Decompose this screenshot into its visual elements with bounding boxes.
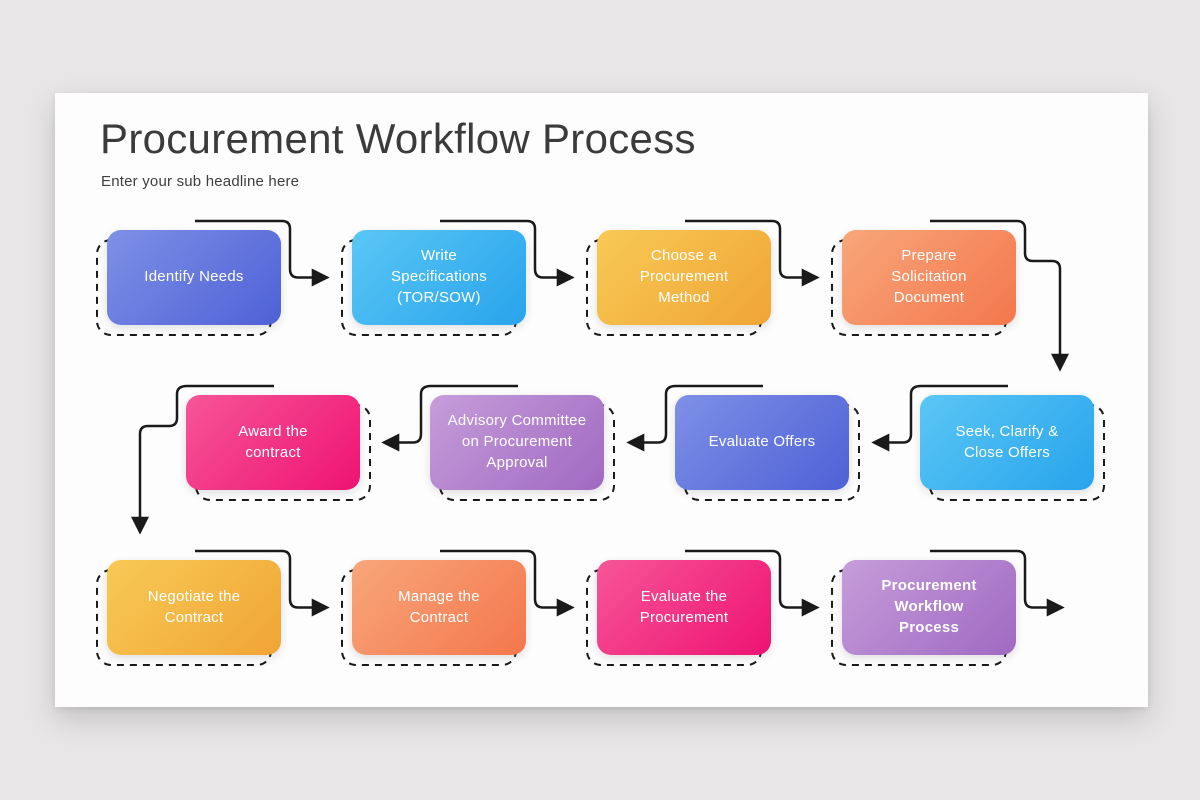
connector-arrow (685, 549, 820, 617)
slide-subtitle: Enter your sub headline here (101, 173, 300, 190)
flow-step-label: Identify Needs (144, 268, 244, 286)
flow-step-manage-the-contract: Manage the Contract (352, 560, 526, 655)
flow-step-label: Evaluate Offers (708, 433, 816, 451)
flow-step-advisory-committee-approval: Advisory Committee on Procurement Approv… (430, 395, 604, 490)
flow-step-label: Negotiate the Contract (147, 587, 241, 626)
connector-arrow (871, 384, 1008, 452)
flow-step-identify-needs: Identify Needs (107, 230, 281, 325)
flow-step-label: Write Specifications (TOR/SOW) (390, 247, 488, 306)
connector-arrow (930, 549, 1065, 617)
connector-arrow (131, 384, 274, 535)
connector-arrow (195, 549, 330, 617)
connector-arrow (930, 219, 1069, 372)
connector-arrow (440, 219, 575, 287)
flow-step-evaluate-offers: Evaluate Offers (675, 395, 849, 490)
flow-step-label: Procurement Workflow Process (881, 577, 977, 636)
flow-step-write-specifications: Write Specifications (TOR/SOW) (352, 230, 526, 325)
flow-step-award-the-contract: Award the contract (186, 395, 360, 490)
slide-canvas: Procurement Workflow Process Enter your … (55, 93, 1148, 707)
flow-step-label: Choose a Procurement Method (639, 247, 729, 306)
connector-arrow (685, 219, 820, 287)
flow-step-label: Advisory Committee on Procurement Approv… (447, 412, 587, 471)
slide-title: Procurement Workflow Process (100, 115, 696, 162)
flow-step-negotiate-the-contract: Negotiate the Contract (107, 560, 281, 655)
flow-step-label: Award the contract (238, 422, 308, 461)
flow-step-evaluate-the-procurement: Evaluate the Procurement (597, 560, 771, 655)
connector-arrow (381, 384, 518, 452)
flow-step-procurement-workflow-process: Procurement Workflow Process (842, 560, 1016, 655)
flow-step-label: Prepare Solicitation Document (891, 247, 967, 306)
flow-step-seek-clarify-close-offers: Seek, Clarify & Close Offers (920, 395, 1094, 490)
flow-step-choose-procurement-method: Choose a Procurement Method (597, 230, 771, 325)
flow-step-label: Evaluate the Procurement (639, 587, 729, 626)
connector-arrow (195, 219, 330, 287)
connector-arrow (626, 384, 763, 452)
flow-step-prepare-solicitation-document: Prepare Solicitation Document (842, 230, 1016, 325)
flow-step-label: Manage the Contract (398, 587, 480, 626)
connector-arrows (131, 219, 1069, 617)
connector-arrow (440, 549, 575, 617)
flow-step-label: Seek, Clarify & Close Offers (955, 422, 1059, 461)
